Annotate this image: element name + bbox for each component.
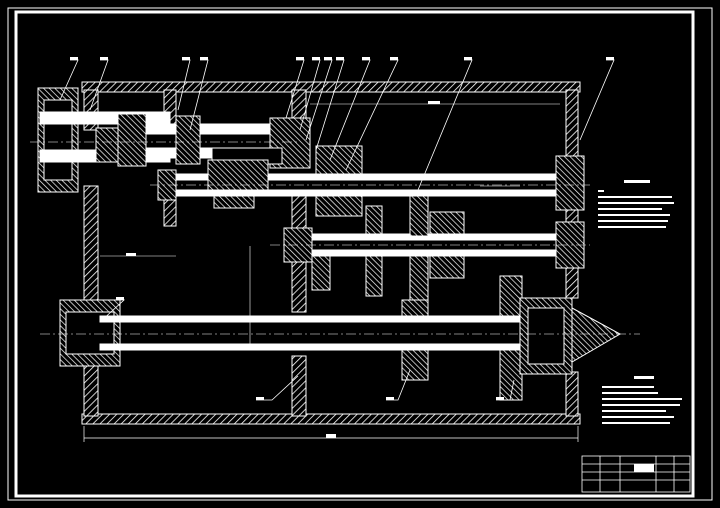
gearbox-housing [81,81,581,425]
technical-notes-bottom [602,376,682,424]
part-balloons [70,57,614,400]
drawing-frame [7,7,713,501]
title-block [581,455,691,493]
output-spindle [59,297,622,375]
dimension-line-overall [83,426,579,442]
center-lines [30,141,640,335]
technical-notes-top [598,180,674,228]
dimension-lines [100,101,560,344]
input-shaft-assembly [37,87,311,193]
